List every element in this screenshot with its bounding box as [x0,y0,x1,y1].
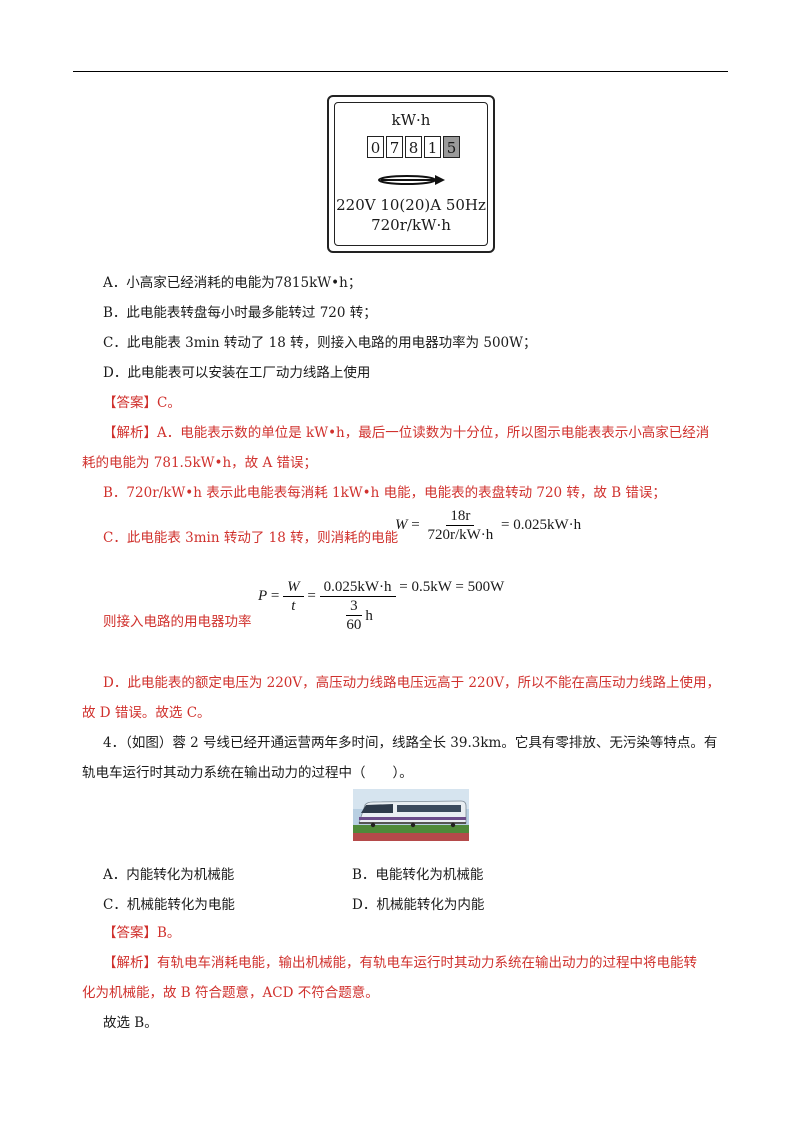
rotor-arrow-icon [378,175,445,185]
q4-conclusion: 故选 B。 [103,1015,158,1031]
q4-option-b: B．电能转化为机械能 [352,867,484,883]
formula-w-denominator: 720r/kW·h [427,527,494,543]
q3-option-b: B．此电能表转盘每小时最多能转过 720 转； [103,305,377,321]
formula-w-fraction: 18r 720r/kW·h [423,507,497,544]
formula-p-inner-unit: h [365,607,373,624]
q3-analysis-c2: 则接入电路的用电器功率 [103,614,252,630]
q3-analysis-a-line1: 【解析】A．电能表示数的单位是 kW•h，最后一位读数为十分位，所以图示电能表表… [103,425,710,441]
meter-digit: 8 [405,136,422,158]
q4-option-a: A．内能转化为机械能 [103,867,235,883]
formula-p-inner-numerator: 3 [346,597,362,616]
q3-analysis-d-line2: 故 D 错误。故选 C。 [82,705,211,721]
q4-stem-line1: 4．（如图）蓉 2 号线已经开通运营两年多时间，线路全长 39.3km。它具有零… [103,735,718,751]
q3-option-d: D．此电能表可以安装在工厂动力线路上使用 [103,365,371,381]
q4-stem-line2: 轨电车运行时其动力系统在输出动力的过程中（ ）。 [82,765,413,781]
formula-w-symbol: W [395,516,408,533]
q3-analysis-d-line1: D．此电能表的额定电压为 220V，高压动力线路电压远高于 220V，所以不能在… [103,675,720,691]
q3-option-c: C．此电能表 3min 转动了 18 转，则接入电路的用电器功率为 500W； [103,335,537,351]
formula-p-result: = 0.5kW = 500W [399,579,505,595]
q3-answer: 【答案】C。 [103,395,181,411]
q3-analysis-c: C．此电能表 3min 转动了 18 转，则消耗的电能 [103,530,399,546]
q4-option-c: C．机械能转化为电能 [103,897,235,913]
formula-energy: W = 18r 720r/kW·h = 0.025kW·h [395,507,582,544]
q3-option-a: A．小高家已经消耗的电能为7815kW•h； [103,275,362,291]
q4-option-d: D．机械能转化为内能 [352,897,485,913]
meter-revolutions: 720r/kW·h [371,216,451,234]
formula-p-fraction1: W t [283,578,304,615]
meter-digit: 0 [367,136,384,158]
formula-p-f2-inner-fraction: 3 60 [342,597,365,634]
meter-digit: 1 [424,136,441,158]
formula-p-f2-numerator: 0.025kW·h [319,578,396,597]
formula-p-f1-denominator: t [291,598,296,614]
formula-p-f1-numerator: W [283,578,304,597]
formula-p-fraction2: 0.025kW·h 3 60 h [319,578,396,634]
tram-image [353,789,469,841]
formula-p-inner-denominator: 60 [346,617,362,633]
meter-face: kW·h 0 7 8 1 5 220V 10(20)A 50Hz 720r/kW… [334,102,488,246]
meter-rating: 220V 10(20)A 50Hz [336,196,486,214]
meter-unit: kW·h [391,111,431,129]
meter-digit-decimal: 5 [443,136,460,158]
q4-analysis-line1: 【解析】有轨电车消耗电能，输出机械能，有轨电车运行时其动力系统在输出动力的过程中… [103,955,697,971]
meter-digit: 7 [386,136,403,158]
electric-meter-figure: kW·h 0 7 8 1 5 220V 10(20)A 50Hz 720r/kW… [327,95,495,253]
q4-answer: 【答案】B。 [103,925,181,941]
q3-analysis-b: B．720r/kW•h 表示此电能表每消耗 1kW•h 电能，电能表的表盘转动 … [103,485,666,501]
meter-digits: 0 7 8 1 5 [367,136,462,158]
formula-p-symbol: P [258,587,268,604]
header-rule [73,71,728,72]
q4-analysis-line2: 化为机械能，故 B 符合题意，ACD 不符合题意。 [82,985,379,1001]
formula-w-numerator: 18r [446,507,475,526]
formula-power: P = W t = 0.025kW·h 3 60 h = 0.5kW = 500… [258,578,505,634]
q3-analysis-a-line2: 耗的电能为 781.5kW•h，故 A 错误； [82,455,317,471]
formula-w-result: = 0.025kW·h [501,516,582,533]
formula-p-f2-denominator: 3 60 h [338,597,377,634]
